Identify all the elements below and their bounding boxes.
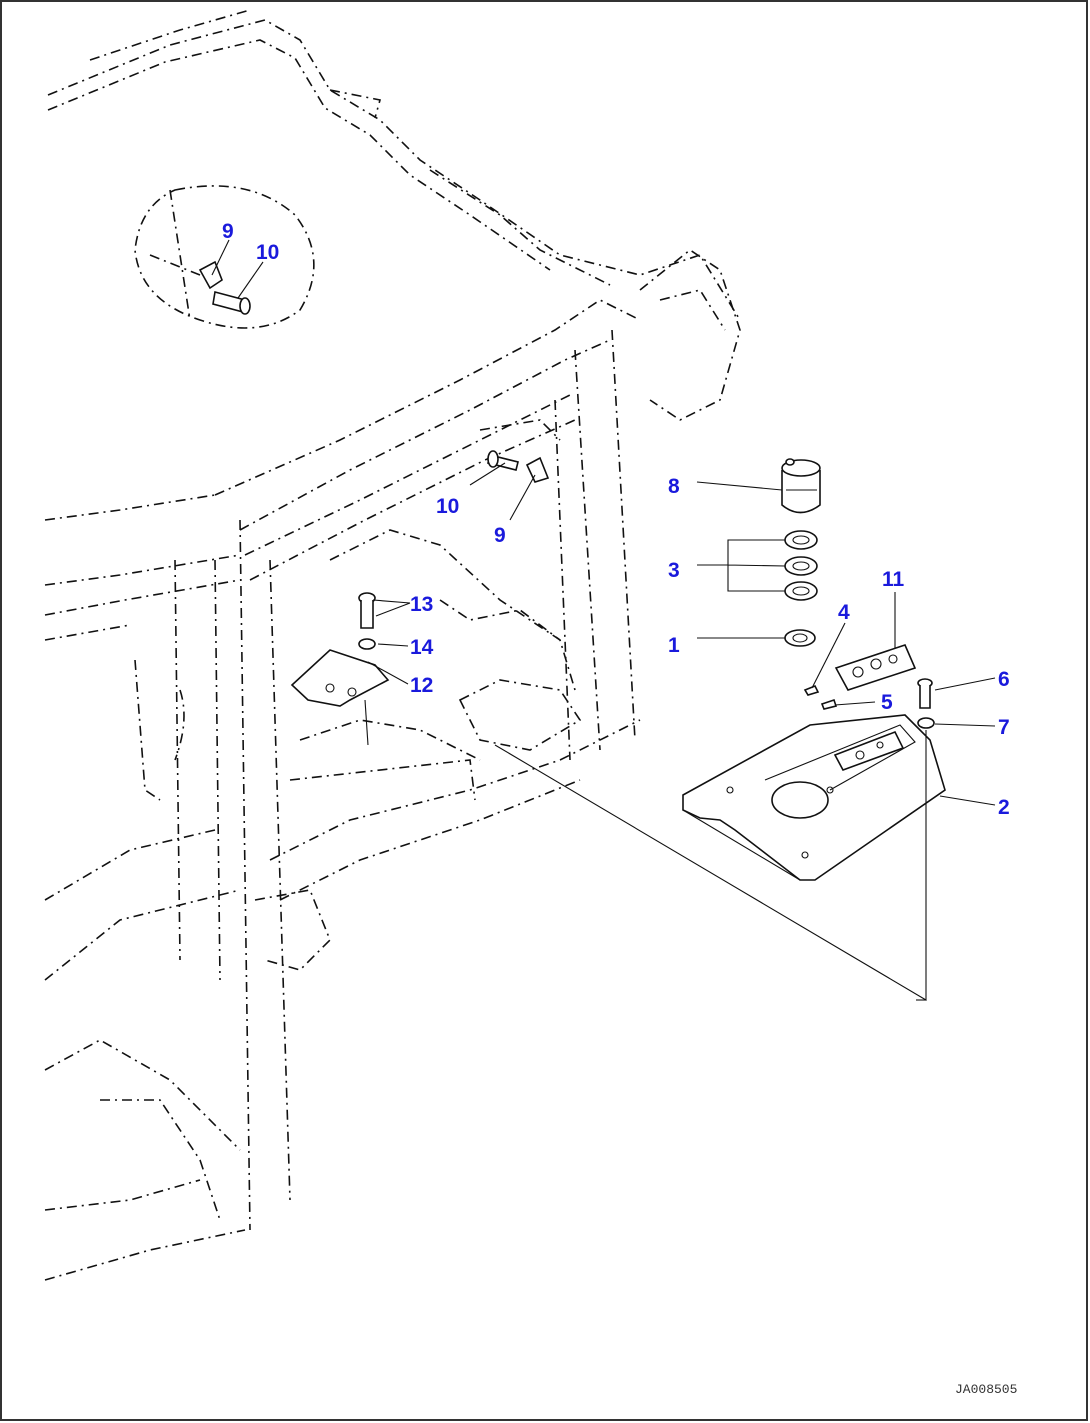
callout-7: 7 xyxy=(998,716,1010,739)
part-13-bolt xyxy=(358,592,376,629)
inset-bolt-head xyxy=(239,297,251,315)
part-2-cover xyxy=(682,714,946,881)
part-10-bolt xyxy=(487,450,519,471)
inset-clip-part xyxy=(198,260,223,290)
part-14-washer xyxy=(358,638,376,650)
callout-12: 12 xyxy=(410,674,433,697)
cab-frame-drawing xyxy=(44,9,741,1281)
part-8-cup xyxy=(781,458,821,514)
callout-11: 11 xyxy=(882,568,905,591)
drawing-code: JA008505 xyxy=(955,1382,1017,1397)
callout-4: 4 xyxy=(838,601,850,624)
callout-5: 5 xyxy=(881,691,893,714)
callout-3: 3 xyxy=(668,559,680,582)
part-9-clip xyxy=(525,456,550,483)
callout-6: 6 xyxy=(998,668,1010,691)
detail-inset xyxy=(134,185,315,329)
exploded-parts xyxy=(290,450,946,881)
part-7-washer xyxy=(917,717,935,729)
leader-lines xyxy=(211,239,996,1001)
part-5-pin xyxy=(820,698,838,710)
callout-9-inset: 9 xyxy=(222,220,234,243)
part-3-rings xyxy=(784,530,818,601)
callout-10-inset: 10 xyxy=(256,241,279,264)
callout-14: 14 xyxy=(410,636,434,659)
part-4-pin xyxy=(803,684,820,696)
part-12-bracket xyxy=(290,649,390,746)
callout-2: 2 xyxy=(998,796,1010,819)
callout-9: 9 xyxy=(494,524,506,547)
part-1-ring xyxy=(784,629,816,647)
part-11-plate xyxy=(834,644,917,691)
part-6-bolt xyxy=(917,678,933,709)
callout-labels: 9 10 10 9 8 3 11 4 1 6 5 7 2 13 14 12 xyxy=(222,220,1010,819)
callout-1: 1 xyxy=(668,634,680,657)
callout-13: 13 xyxy=(410,593,433,616)
callout-8: 8 xyxy=(668,475,680,498)
callout-10: 10 xyxy=(436,495,459,518)
